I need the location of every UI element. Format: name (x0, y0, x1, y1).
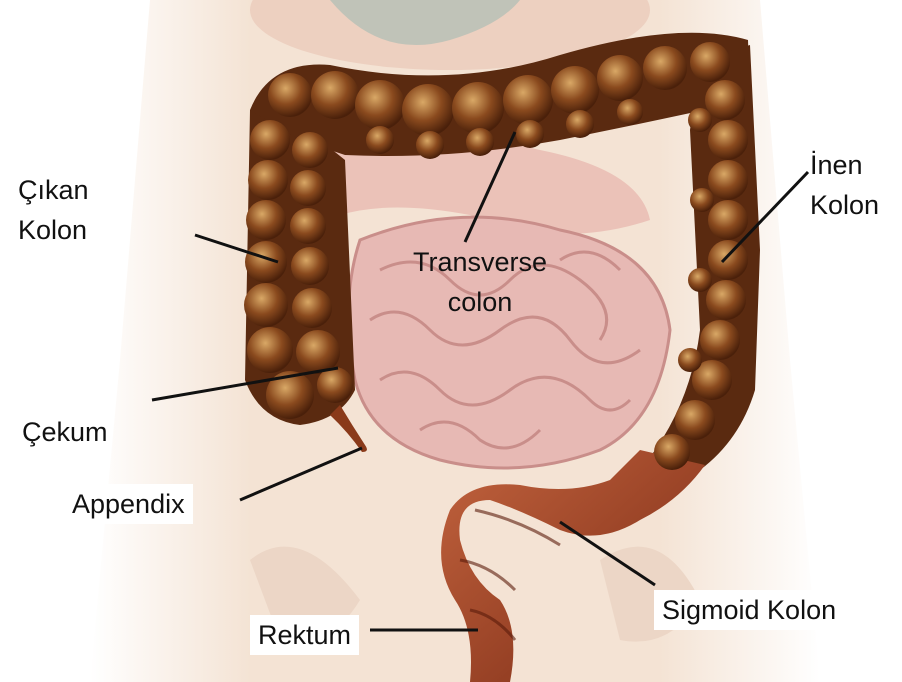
label-appendix: Appendix (64, 484, 193, 524)
label-rectum: Rektum (250, 615, 359, 655)
label-cecum: Çekum (22, 412, 108, 452)
label-ascending-line2: Kolon (18, 210, 89, 250)
label-descending-line1: İnen (810, 145, 879, 185)
label-sigmoid-colon: Sigmoid Kolon (654, 590, 844, 630)
label-transverse-colon: Transverse colon (390, 242, 570, 322)
label-ascending-colon: Çıkan Kolon (18, 170, 89, 250)
label-descending-line2: Kolon (810, 185, 879, 225)
label-descending-colon: İnen Kolon (810, 145, 879, 225)
label-transverse-line2: colon (390, 282, 570, 322)
label-ascending-line1: Çıkan (18, 170, 89, 210)
label-transverse-line1: Transverse (390, 242, 570, 282)
